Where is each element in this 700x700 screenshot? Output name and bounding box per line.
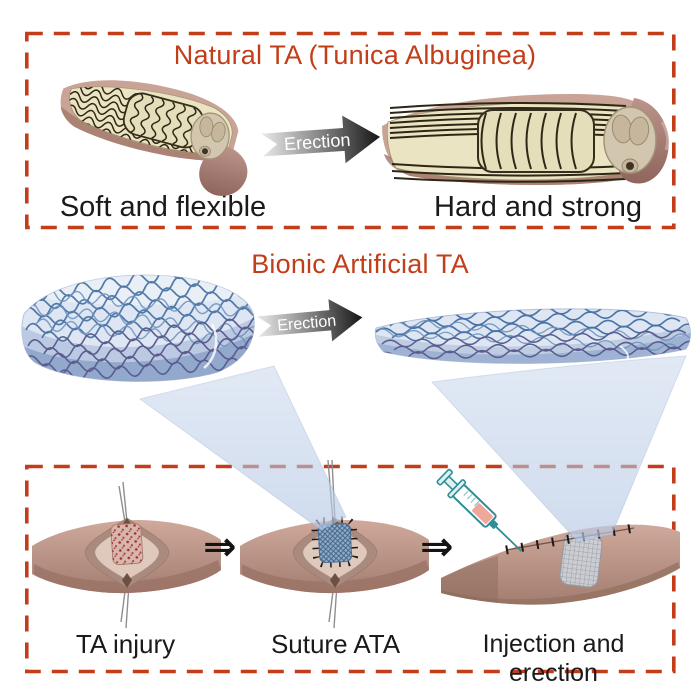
arrow-label: Erection <box>283 130 351 155</box>
bionic-slab-relaxed <box>21 274 255 382</box>
erection-arrow-bionic: Erection <box>252 292 368 352</box>
step-label-suture-ata: Suture ATA <box>270 629 401 659</box>
longitudinal-fibers <box>389 101 627 183</box>
sutured-ata-patch <box>311 516 359 568</box>
step-label-ta-injury: TA injury <box>75 629 176 659</box>
step-arrow-1: ⇒ <box>203 524 237 570</box>
flaccid-penis-illustration <box>60 76 248 196</box>
arrow-shape <box>256 299 363 342</box>
erect-shaft <box>441 524 680 605</box>
urethra <box>201 148 208 155</box>
step-label-injection-erection: Injection and erection <box>482 630 625 687</box>
circular-fibers <box>480 112 577 170</box>
bionic-section-title: Bionic Artificial TA <box>251 249 469 279</box>
syringe-icon <box>436 468 522 552</box>
natural-section-border <box>24 31 676 230</box>
panel-suture-ata <box>240 459 429 629</box>
urethra <box>626 162 634 170</box>
flaccid-caption: Soft and flexible <box>59 191 267 223</box>
arrow-label: Erection <box>276 312 336 335</box>
bionic-slab-stretched <box>374 308 691 364</box>
erect-caption: Hard and strong <box>434 191 642 223</box>
procedure-section-border <box>24 464 676 674</box>
erection-arrow-natural: Erection <box>256 110 385 173</box>
inner-layer-window <box>477 109 595 173</box>
arrow-shape <box>261 115 381 164</box>
erect-penis-illustration <box>382 94 670 185</box>
panel-ta-injury <box>32 481 221 629</box>
natural-section-title: Natural TA (Tunica Albuginea) <box>173 40 537 70</box>
injury-patch <box>110 522 144 566</box>
